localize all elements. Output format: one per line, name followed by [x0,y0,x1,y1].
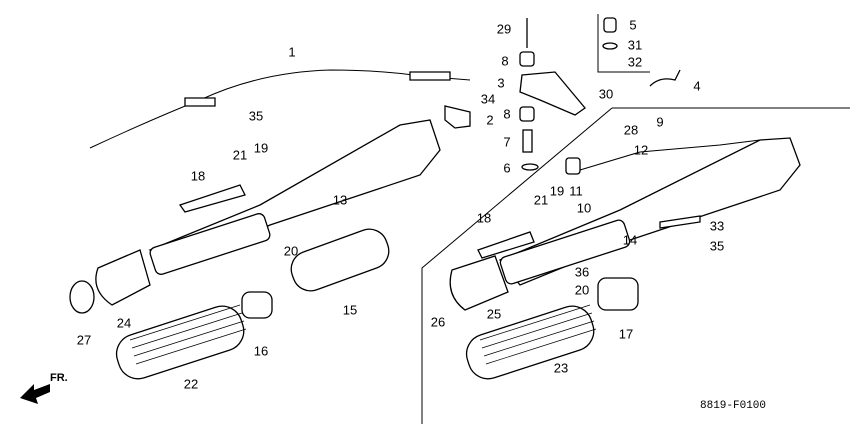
callout-15: 15 [342,302,358,318]
callout-8b: 8 [503,106,511,122]
throttle-cable [89,69,471,149]
grip-22 [115,305,245,380]
grip-25 [449,255,509,311]
bracket-18 [178,184,535,259]
callout-2: 2 [486,112,494,128]
throttle-17 [597,277,639,311]
callout-20: 20 [574,282,590,298]
callout-20-left: 20 [283,243,299,259]
callout-33: 33 [709,218,725,234]
grip-24 [95,249,151,306]
callout-26: 26 [430,314,446,330]
clip-4 [649,69,681,87]
callout-8: 8 [501,53,509,69]
collar-8b [519,106,535,122]
callout-32: 32 [627,54,643,70]
callout-30: 30 [598,86,614,102]
callout-23: 23 [553,360,569,376]
callout-12: 12 [633,142,649,158]
grip-22-stripes [129,304,247,365]
callout-21-left: 21 [232,147,248,163]
cap-27 [69,280,95,314]
callout-1: 1 [288,44,296,60]
callout-22: 22 [183,376,199,392]
callout-24: 24 [116,315,132,331]
callout-14: 14 [622,232,638,248]
kit-bracket [597,14,650,73]
callout-36: 36 [574,264,590,280]
callout-19: 19 [549,183,565,199]
callout-7: 7 [503,134,511,150]
washer-6 [521,163,539,171]
switch-cable-9 [579,139,761,171]
callout-13: 13 [332,192,348,208]
callout-21: 21 [533,192,549,208]
diagram-code: 8819-F0100 [700,400,767,412]
bracket-33 [659,215,701,229]
section-divider [421,107,850,424]
callout-27: 27 [76,332,92,348]
arm-14-tube [499,219,631,285]
front-indicator: FR. [50,372,68,384]
callout-18-left: 18 [190,168,206,184]
callout-5: 5 [629,17,637,33]
callout-35: 35 [248,108,264,124]
callout-18: 18 [476,210,492,226]
callout-11: 11 [569,183,583,199]
cap-5 [603,17,617,33]
washer-31 [602,42,618,50]
callout-6: 6 [503,160,511,176]
callout-9: 9 [656,114,664,130]
grip-23 [465,305,595,380]
bracket-2 [444,105,471,129]
arm-13-tube [149,213,271,275]
callout-10: 10 [576,200,592,216]
callout-29: 29 [496,21,512,37]
callout-31: 31 [627,37,643,53]
callout-28: 28 [623,122,639,138]
switch-16 [241,291,273,319]
callout-4: 4 [693,78,701,94]
callout-17: 17 [618,326,634,342]
callout-34: 34 [480,91,496,107]
grip-23-stripes [479,304,597,365]
switch-11 [565,157,581,175]
callout-16: 16 [253,343,269,359]
callout-35b: 35 [709,238,725,254]
callout-19-left: 19 [253,140,269,156]
callout-25: 25 [486,306,502,322]
callout-3: 3 [497,75,505,91]
pin-7 [522,129,533,153]
sleeve-15 [290,228,390,292]
front-arrow [20,384,50,404]
bracket-3 [519,71,586,116]
cable-fitting [184,71,451,107]
collar-8 [519,51,535,67]
